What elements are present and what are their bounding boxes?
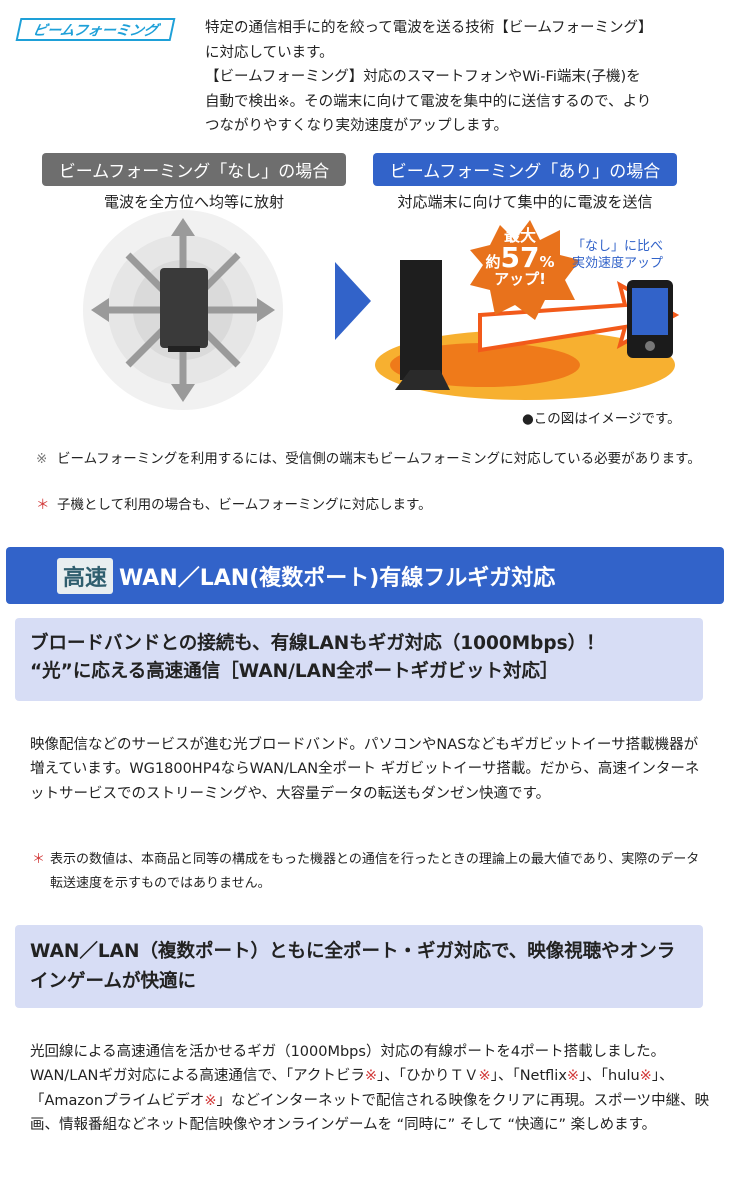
- note-item: ＊子機として利用の場合も、ビームフォーミングに対応します。: [36, 497, 432, 513]
- note-item: ＊表示の数値は、本商品と同等の構成をもった機器との通信を行ったときの理論上の最大…: [32, 852, 700, 891]
- speedup-burst: 最大 約57% アップ!: [485, 226, 555, 288]
- section-title: WAN／LAN(複数ポート)有線フルギガ対応: [119, 565, 556, 591]
- with-label: ビームフォーミング「あり」の場合: [373, 153, 677, 186]
- body-paragraph: 映像配信などのサービスが進む光ブロードバンド。パソコンやNASなどもギガビットイ…: [30, 737, 700, 802]
- note-item: ※ビームフォーミングを利用するには、受信側の端末もビームフォーミングに対応してい…: [36, 451, 701, 467]
- image-note: ●この図はイメージです。: [522, 411, 681, 427]
- omnidirectional-diagram: [83, 210, 283, 410]
- beamforming-logo: ビームフォーミング: [15, 18, 176, 41]
- without-label: ビームフォーミング「なし」の場合: [42, 153, 346, 186]
- without-caption: 電波を全方位へ均等に放射: [103, 193, 284, 211]
- beamforming-diagram: [375, 220, 680, 400]
- highlight-box: ブロードバンドとの接続も、有線LANもギガ対応（1000Mbps）！“光”に応え…: [15, 618, 703, 701]
- body-paragraph: 光回線による高速通信を活かせるギガ（1000Mbps）対応の有線ポートを4ポート…: [30, 1044, 710, 1133]
- highlight-box: WAN／LAN（複数ポート）ともに全ポート・ギガ対応で、映像視聴やオンラインゲー…: [15, 925, 703, 1008]
- speed-badge: 高速: [57, 557, 114, 594]
- speedup-callout: 「なし」に比べ実効速度アップ: [572, 239, 664, 271]
- with-caption: 対応端末に向けて集中的に電波を送信: [397, 193, 653, 211]
- intro-text: 特定の通信相手に的を絞って電波を送る技術【ビームフォーミング】に対応しています。…: [205, 20, 653, 134]
- arrow-right-icon: [335, 262, 371, 340]
